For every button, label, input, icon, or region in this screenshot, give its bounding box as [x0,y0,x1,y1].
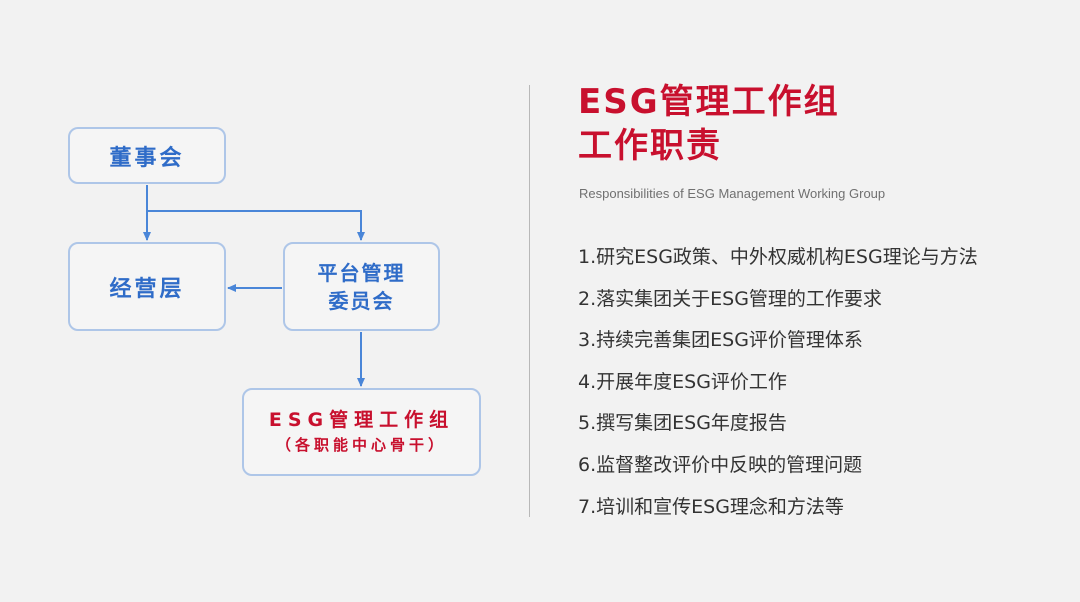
committee-label-line1: 平台管理 [317,260,406,285]
duty-item: 3.持续完善集团ESG评价管理体系 [578,329,863,352]
panel-title: ESG管理工作组 工作职责 [578,80,840,168]
duty-list: 1.研究ESG政策、中外权威机构ESG理论与方法 2.落实集团关于ESG管理的工… [578,240,978,531]
management-label: 经营层 [109,276,185,302]
board-box: 董事会 [68,127,226,184]
duty-item: 5.撰写集团ESG年度报告 [578,412,787,435]
vertical-divider [529,85,530,517]
working-group-label-line1: ESG管理工作组 [268,409,455,431]
management-box: 经营层 [68,242,226,331]
arrow-board-to-committee [147,210,365,241]
duty-item: 7.培训和宣传ESG理念和方法等 [578,495,844,518]
duty-item: 4.开展年度ESG评价工作 [578,370,787,393]
panel-title-line1: ESG管理工作组 [578,82,840,122]
working-group-box: ESG管理工作组 （各职能中心骨干） [242,388,481,476]
duty-item: 2.落实集团关于ESG管理的工作要求 [578,287,882,310]
board-label: 董事会 [109,145,185,171]
panel-subtitle: Responsibilities of ESG Management Worki… [579,186,886,201]
duty-item: 6.监督整改评价中反映的管理问题 [578,453,863,476]
committee-label-line2: 委员会 [328,288,395,313]
committee-box: 平台管理 委员会 [283,242,440,331]
working-group-label-line2: （各职能中心骨干） [275,436,447,454]
panel-title-line2: 工作职责 [578,126,722,166]
duty-item: 1.研究ESG政策、中外权威机构ESG理论与方法 [578,246,978,268]
